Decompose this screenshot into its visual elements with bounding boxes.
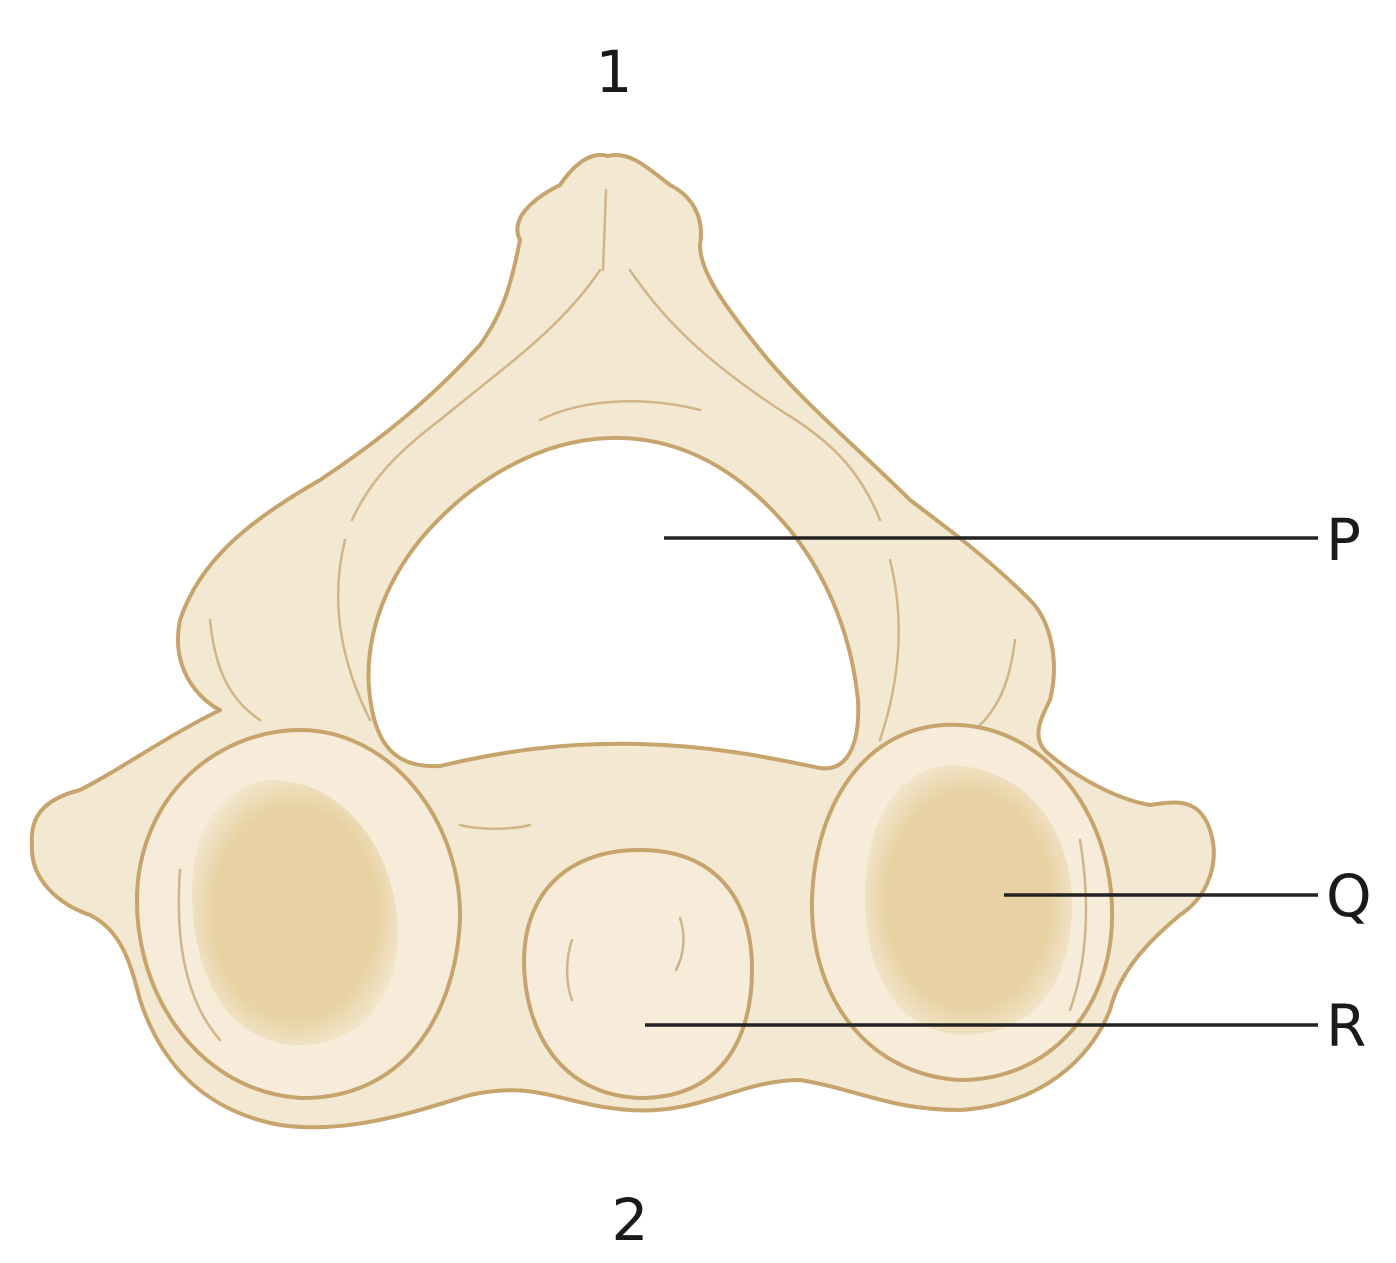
callout-label-Q: Q <box>1326 862 1372 930</box>
callout-label-P: P <box>1326 506 1361 574</box>
orientation-label-top: 1 <box>596 38 633 106</box>
orientation-label-bottom: 2 <box>612 1186 649 1254</box>
dens-facet <box>524 850 752 1098</box>
callout-label-R: R <box>1326 992 1366 1060</box>
